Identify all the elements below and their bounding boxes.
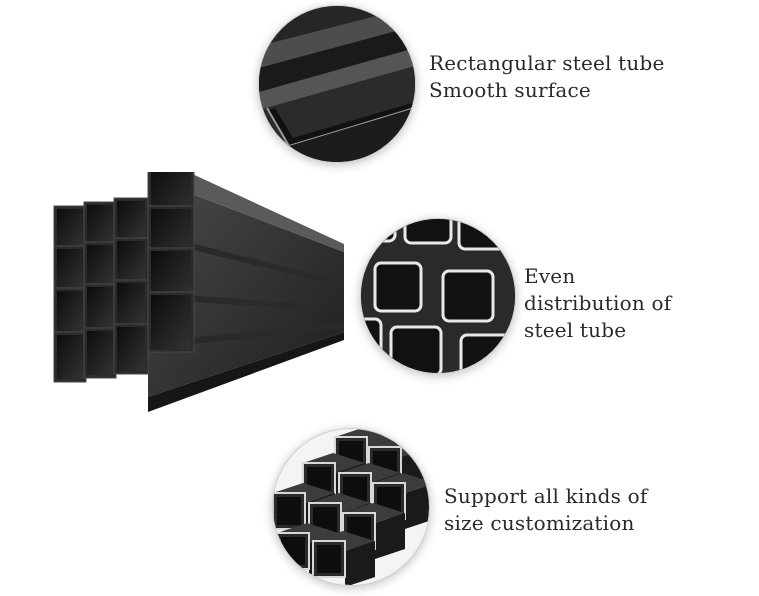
feature-2-line-1: Even xyxy=(524,264,576,288)
feature-3-line-1: Support all kinds of xyxy=(444,484,648,508)
feature-caption-3: Support all kinds of size customization xyxy=(444,483,648,537)
rectangular-tube-closeup-icon xyxy=(259,6,415,162)
feature-2-line-2: distribution of xyxy=(524,291,672,315)
feature-3-line-2: size customization xyxy=(444,511,635,535)
feature-caption-2: Even distribution of steel tube xyxy=(524,263,671,344)
square-tubes-bundle-image xyxy=(272,428,430,586)
feature-1-line-2: Smooth surface xyxy=(429,78,591,102)
feature-1-line-1: Rectangular steel tube xyxy=(429,51,665,75)
feature-caption-1: Rectangular steel tube Smooth surface xyxy=(429,50,665,104)
steel-tube-stack-image xyxy=(48,165,344,422)
tube-ends-grid-image xyxy=(360,218,516,374)
feature-2-line-3: steel tube xyxy=(524,318,627,342)
square-tubes-bundle-icon xyxy=(273,429,429,585)
rectangular-tube-closeup-image xyxy=(258,5,416,163)
steel-tube-stack-graphic xyxy=(53,165,344,412)
tube-ends-grid-icon xyxy=(361,219,515,373)
